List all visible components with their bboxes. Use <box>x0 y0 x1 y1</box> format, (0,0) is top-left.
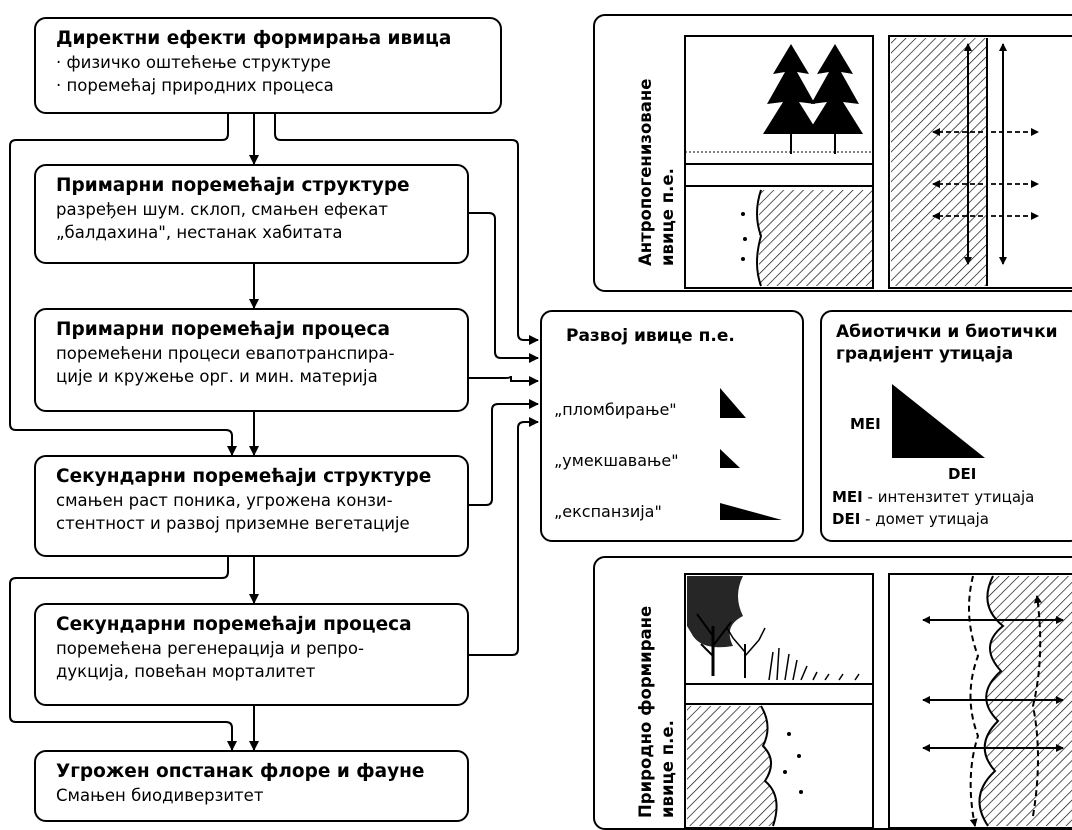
edge-item-expansion: „експанзија" <box>554 502 662 521</box>
panel-natural-art: Природно формиране ивице п.е. <box>636 573 1072 829</box>
box-secondary-process: Секундарни поремећаји процеса поремећена… <box>34 603 469 706</box>
anthro-side-view-icon <box>684 35 874 289</box>
box-secondary-process-line-2: дукција, повећан морталитет <box>56 662 316 681</box>
gradient-legend-dei: DEI - домет утицаја <box>832 510 989 528</box>
box-gradient: Абиотички и биотички градијент утицаја M… <box>820 310 1072 542</box>
box-direct-effects-title: Директни ефекти формирања ивица <box>56 28 452 49</box>
box-direct-effects-line-1: · физичко оштећење структуре <box>56 53 331 72</box>
edge-triangles <box>720 388 782 520</box>
box-primary-structure: Примарни поремећаји структуре разређен ш… <box>34 164 469 264</box>
box-threatened-survival-title: Угрожен опстанак флоре и фауне <box>56 761 425 782</box>
arrow-5-edge <box>469 417 539 656</box>
gradient-legend-mei: MEI - интензитет утицаја <box>832 488 1034 506</box>
box-secondary-process-title: Секундарни поремећаји процеса <box>56 614 412 635</box>
gradient-triangle <box>892 384 985 458</box>
panel-anthropogenic: Антропогенизоване ивице п.е. <box>593 14 1072 292</box>
gradient-title-1: Абиотички и биотички <box>836 322 1058 342</box>
gradient-title-2: градијент утицаја <box>836 344 1014 364</box>
box-secondary-process-line-1: поремећена регенерација и репро- <box>56 639 364 658</box>
arrow-1-edge <box>274 114 539 345</box>
arrow-3-edge <box>469 375 539 386</box>
triangle-expansion-icon <box>720 503 782 520</box>
gradient-triangle-icon <box>892 384 985 458</box>
box-edge-development: Развој ивице п.е. „пломбирање" „умекшава… <box>540 310 804 542</box>
triangle-softening-icon <box>720 449 740 468</box>
box-threatened-survival: Угрожен опстанак флоре и фауне Смањен би… <box>34 750 469 822</box>
box-direct-effects: Директни ефекти формирања ивица · физичк… <box>34 17 502 114</box>
box-primary-structure-title: Примарни поремећаји структуре <box>56 175 410 196</box>
box-primary-structure-line-2: „балдахина", нестанак хабитата <box>56 223 343 242</box>
gradient-mei-label: MEI <box>850 415 881 433</box>
arrow-2-edge <box>469 212 539 363</box>
panel-natural-label-2: ивице п.е. <box>658 720 677 818</box>
triangle-sealing-icon <box>720 388 746 418</box>
box-threatened-survival-line-1: Смањен биодиверзитет <box>56 786 264 805</box>
natural-side-view-icon <box>684 573 874 829</box>
legend-mei-abbr: MEI <box>832 488 863 506</box>
box-secondary-structure-title: Секундарни поремећаји структуре <box>56 466 432 487</box>
gradient-dei-label: DEI <box>948 465 977 483</box>
box-primary-process-line-1: поремећени процеси евапотранспира- <box>56 344 395 363</box>
edge-item-sealing: „пломбирање" <box>554 400 677 419</box>
legend-dei-text: - домет утицаја <box>860 510 989 528</box>
box-primary-process: Примарни поремећаји процеса поремећени п… <box>34 308 469 412</box>
anthro-top-view-icon <box>888 35 1072 289</box>
arrow-4-edge <box>469 399 539 506</box>
edge-development-title: Развој ивице п.е. <box>566 326 735 346</box>
box-primary-process-line-2: ције и кружење орг. и мин. материја <box>56 367 378 386</box>
panel-natural-label-1: Природно формиране <box>636 606 655 818</box>
legend-mei-text: - интензитет утицаја <box>862 488 1035 506</box>
box-secondary-structure-line-1: смањен раст поника, угрожена конзи- <box>56 491 393 510</box>
panel-anthropogenic-label-2: ивице п.е. <box>658 168 677 266</box>
box-primary-process-title: Примарни поремећаји процеса <box>56 319 390 340</box>
natural-top-view-icon <box>888 573 1072 829</box>
box-secondary-structure-line-2: стентност и развој приземне вегетације <box>56 514 410 533</box>
box-primary-structure-line-1: разређен шум. склоп, смањен ефекат <box>56 200 388 219</box>
panel-anthropogenic-label-1: Антропогенизоване <box>636 79 655 266</box>
box-secondary-structure: Секундарни поремећаји структуре смањен р… <box>34 455 469 557</box>
panel-anthropogenic-art: Антропогенизоване ивице п.е. <box>636 35 1072 289</box>
arrow-bypass-1-4 <box>9 114 237 456</box>
edge-item-softening: „умекшавање" <box>554 451 679 470</box>
box-direct-effects-line-2: · поремећај природних процеса <box>56 76 334 95</box>
panel-natural: Природно формиране ивице п.е. <box>593 556 1072 830</box>
arrow-bypass-4-6 <box>9 557 237 751</box>
legend-dei-abbr: DEI <box>832 510 861 528</box>
